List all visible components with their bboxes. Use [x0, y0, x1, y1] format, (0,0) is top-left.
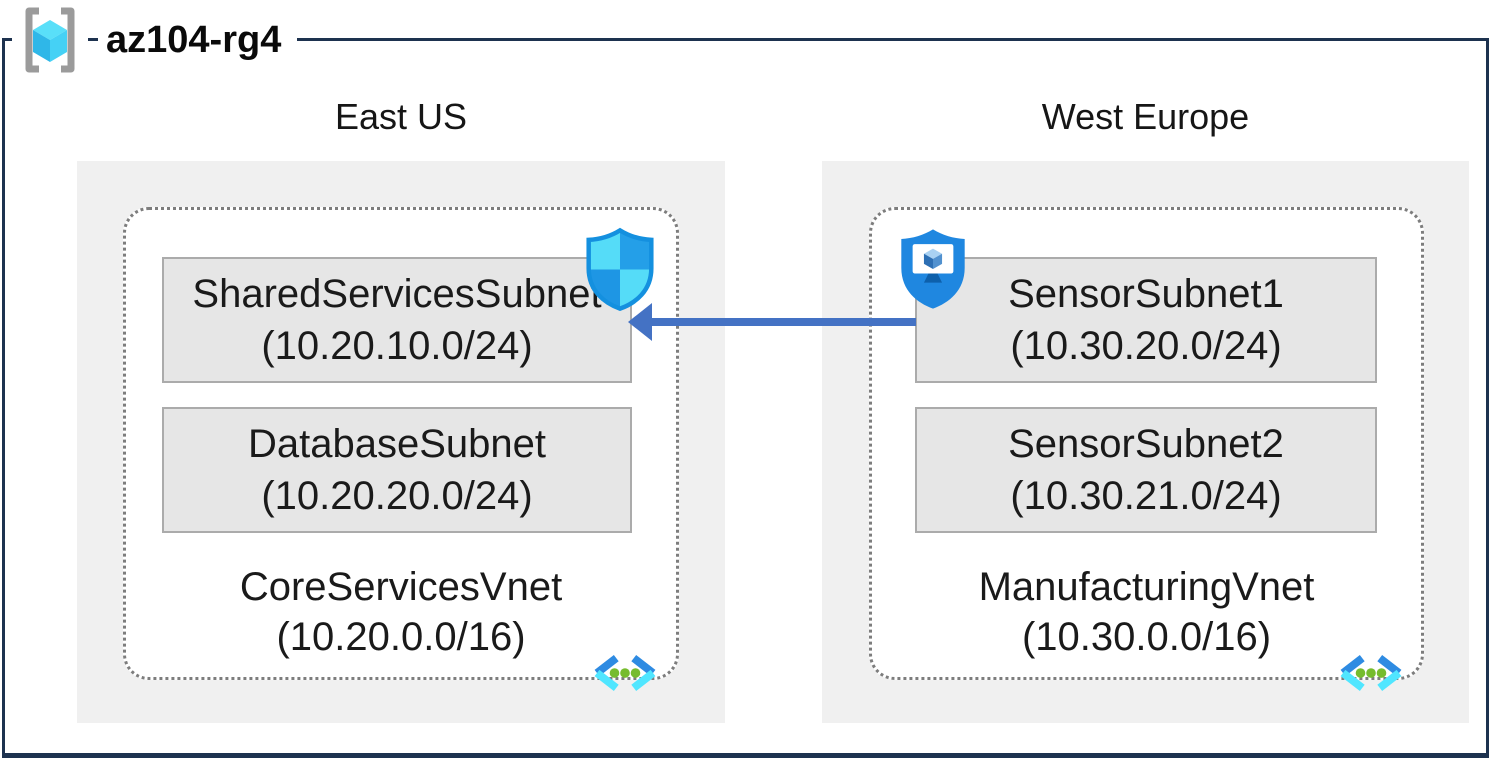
vnet-name: CoreServicesVnet [239, 565, 563, 609]
virtual-network-icon [1340, 655, 1402, 691]
network-security-group-shield-icon [586, 227, 654, 312]
subnet-box-sensorsubnet1: SensorSubnet1 (10.30.20.0/24) [915, 257, 1377, 383]
region-label-west-europe: West Europe [1041, 96, 1250, 137]
vnet-cidr: (10.30.0.0/16) [1021, 615, 1272, 659]
region-label-east-us: East US [334, 96, 468, 137]
resource-group-icon [12, 4, 88, 76]
subnet-box-databasesubnet: DatabaseSubnet (10.20.20.0/24) [162, 407, 632, 533]
vnet-name: ManufacturingVnet [978, 565, 1315, 609]
virtual-network-icon [594, 655, 656, 691]
subnet-name: SensorSubnet2 [1008, 422, 1284, 466]
vnet-label-coreservicesvnet: CoreServicesVnet (10.20.0.0/16) [123, 562, 679, 662]
subnet-box-sharedservicessubnet: SharedServicesSubnet (10.20.10.0/24) [162, 257, 632, 383]
vnet-cidr: (10.20.0.0/16) [276, 615, 526, 659]
resource-group-legend: az104-rg4 [12, 4, 298, 76]
subnet-cidr: (10.20.10.0/24) [261, 324, 533, 368]
peering-arrow-line [650, 318, 916, 326]
peering-arrow-head [628, 303, 652, 341]
resource-group-frame [2, 38, 1489, 758]
subnet-cidr: (10.30.20.0/24) [1010, 324, 1282, 368]
subnet-cidr: (10.20.20.0/24) [261, 474, 533, 518]
subnet-name: SensorSubnet1 [1008, 272, 1284, 316]
resource-group-title: az104-rg4 [98, 4, 298, 76]
subnet-cidr: (10.30.21.0/24) [1010, 474, 1282, 518]
subnet-name: SharedServicesSubnet [192, 272, 602, 316]
subnet-box-sensorsubnet2: SensorSubnet2 (10.30.21.0/24) [915, 407, 1377, 533]
subnet-name: DatabaseSubnet [247, 422, 546, 466]
vnet-label-manufacturingvnet: ManufacturingVnet (10.30.0.0/16) [869, 562, 1424, 662]
application-security-group-shield-icon [901, 229, 965, 309]
